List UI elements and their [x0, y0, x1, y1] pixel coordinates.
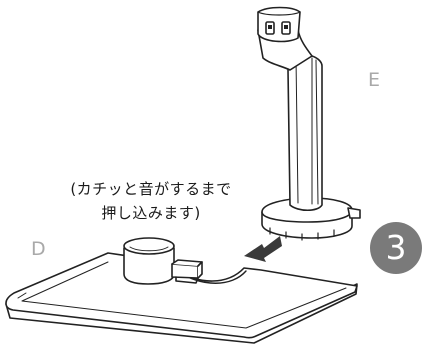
step-number-badge: 3	[370, 222, 422, 274]
base-socket	[123, 237, 203, 285]
instruction-line-1: (カチッと音がするまで	[70, 180, 232, 198]
insert-direction-arrow	[244, 236, 282, 262]
instruction-text: (カチッと音がするまで 押し込みます)	[26, 177, 276, 225]
base-plate	[5, 252, 358, 344]
stand-pole	[257, 6, 361, 241]
instruction-line-2: 押し込みます)	[101, 204, 201, 222]
part-label-d: D	[31, 238, 46, 260]
part-label-e: E	[368, 69, 381, 91]
step-number: 3	[385, 228, 407, 267]
